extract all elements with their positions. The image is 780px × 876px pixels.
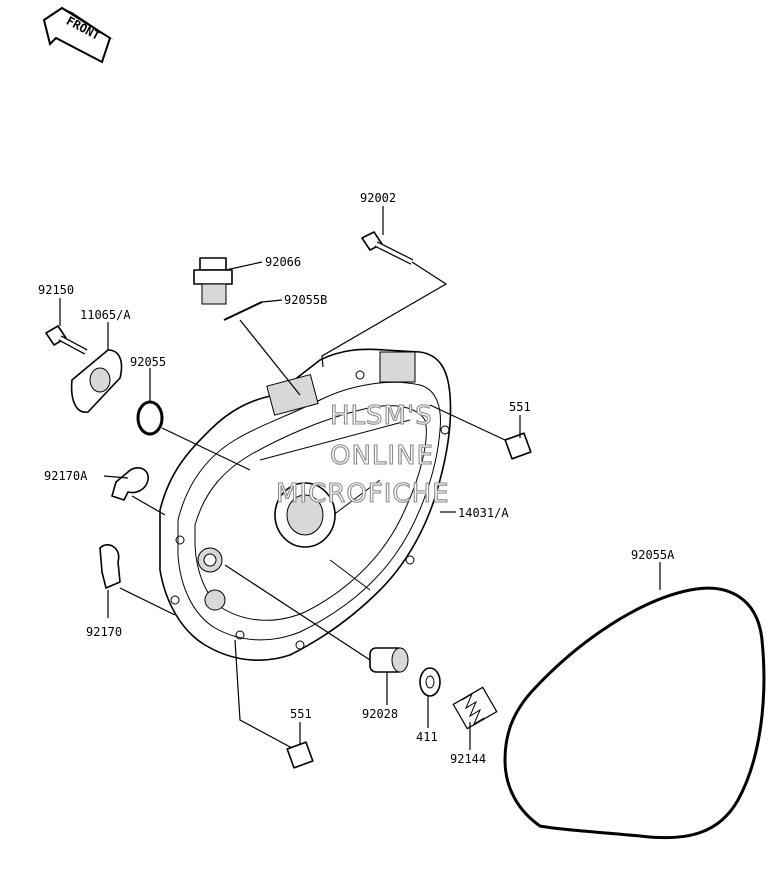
callout-92002: 92002 bbox=[360, 191, 396, 205]
gasket-92055a bbox=[503, 586, 766, 840]
clamp-92170a bbox=[111, 467, 149, 501]
callout-92066: 92066 bbox=[265, 255, 301, 269]
engine-cover-14031a bbox=[159, 348, 452, 661]
bolt-92002 bbox=[361, 231, 414, 265]
washer-411 bbox=[419, 667, 441, 697]
dowel-551-bottom bbox=[286, 741, 314, 769]
watermark: HLSM'S ONLINE MICROFICHE bbox=[275, 400, 450, 509]
callout-92055a: 92055A bbox=[631, 548, 675, 562]
callout-11065a: 11065/A bbox=[80, 308, 131, 322]
dowel-551-top bbox=[504, 432, 532, 460]
callout-92055: 92055 bbox=[130, 355, 166, 369]
bolt-92150 bbox=[45, 325, 88, 355]
callout-92144: 92144 bbox=[450, 752, 486, 766]
callout-92028: 92028 bbox=[362, 707, 398, 721]
callout-92170: 92170 bbox=[86, 625, 122, 639]
watermark-line-1: HLSM'S bbox=[330, 401, 433, 431]
callout-labels: 92002 92066 92055B 92150 11065/A 92055 5… bbox=[38, 191, 675, 766]
callout-92055b: 92055B bbox=[284, 293, 327, 307]
leader-lines bbox=[59, 206, 661, 750]
watermark-line-3: MICROFICHE bbox=[276, 479, 450, 509]
oring-92055 bbox=[136, 400, 164, 436]
washer-92055b bbox=[223, 301, 263, 321]
callout-551-bottom: 551 bbox=[290, 707, 312, 721]
bushing-92028 bbox=[369, 647, 409, 673]
callout-92150: 92150 bbox=[38, 283, 74, 297]
callout-551-top: 551 bbox=[509, 400, 531, 414]
clamp-92170 bbox=[99, 544, 121, 589]
plug-92066 bbox=[193, 257, 233, 305]
cap-11065a bbox=[70, 349, 123, 413]
watermark-line-2: ONLINE bbox=[330, 441, 434, 471]
callout-411: 411 bbox=[416, 730, 438, 744]
callout-92170a: 92170A bbox=[44, 469, 88, 483]
front-arrow: FRONT bbox=[42, 6, 114, 64]
spring-92144 bbox=[452, 686, 498, 730]
callout-14031a: 14031/A bbox=[458, 506, 509, 520]
